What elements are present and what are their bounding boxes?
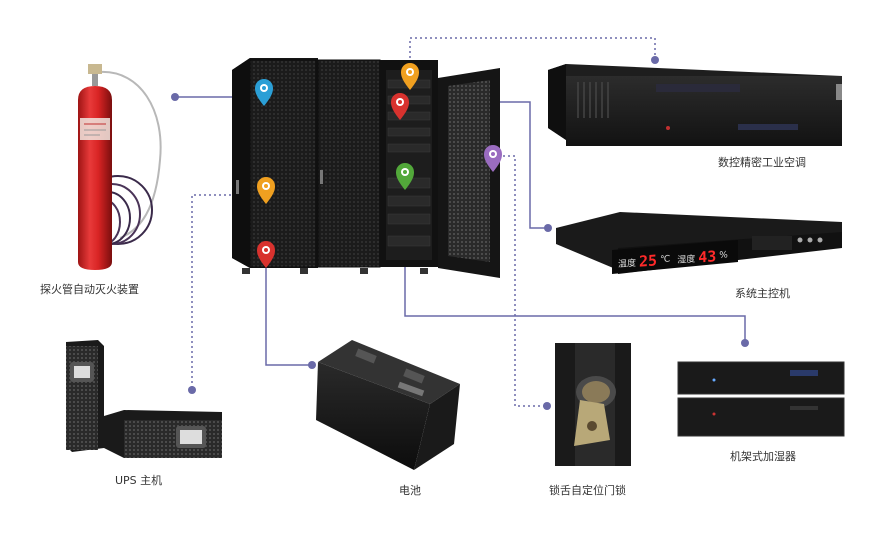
pin-orange-icon bbox=[257, 177, 275, 204]
temp-unit: ℃ bbox=[660, 254, 671, 266]
air-conditioner-image bbox=[548, 64, 842, 146]
label-lock: 锁舌自定位门锁 bbox=[549, 484, 626, 497]
line-humidifier-dot bbox=[741, 339, 749, 347]
pin-green-icon bbox=[396, 163, 414, 190]
hum-unit: % bbox=[719, 250, 728, 261]
pins bbox=[255, 63, 502, 268]
pin-purple-icon bbox=[484, 145, 502, 172]
line-controller-dot bbox=[544, 224, 552, 232]
pin-red-icon bbox=[257, 241, 275, 268]
temp-label: 温度 bbox=[618, 258, 637, 270]
line-battery bbox=[265, 260, 312, 366]
label-controller: 系统主控机 bbox=[735, 287, 790, 300]
pin-orange-top-icon bbox=[401, 63, 419, 90]
connector-lines bbox=[171, 37, 749, 410]
line-lock bbox=[493, 155, 547, 407]
line-fire-dot bbox=[171, 93, 179, 101]
line-ups-dot bbox=[188, 386, 196, 394]
pin-blue-icon bbox=[255, 79, 273, 106]
hum-label: 湿度 bbox=[677, 254, 696, 266]
hum-value: 43 bbox=[698, 247, 717, 267]
line-battery-dot bbox=[308, 361, 316, 369]
battery-image bbox=[316, 340, 460, 470]
controller-image bbox=[556, 212, 842, 274]
label-ups: UPS 主机 bbox=[115, 474, 163, 487]
label-ac: 数控精密工业空调 bbox=[718, 156, 806, 169]
line-lock-dot bbox=[543, 402, 551, 410]
line-ac-dot bbox=[651, 56, 659, 64]
ups-image bbox=[66, 340, 222, 458]
temp-value: 25 bbox=[639, 251, 658, 271]
door-lock-image bbox=[555, 343, 631, 466]
label-humidifier: 机架式加湿器 bbox=[730, 450, 796, 463]
humidifier-image bbox=[677, 361, 845, 437]
label-battery: 电池 bbox=[399, 484, 421, 497]
pin-red-top-icon bbox=[391, 93, 409, 120]
label-fire: 探火管自动灭火装置 bbox=[40, 283, 139, 296]
fire-extinguisher-image bbox=[78, 64, 162, 270]
line-ac bbox=[409, 37, 656, 78]
